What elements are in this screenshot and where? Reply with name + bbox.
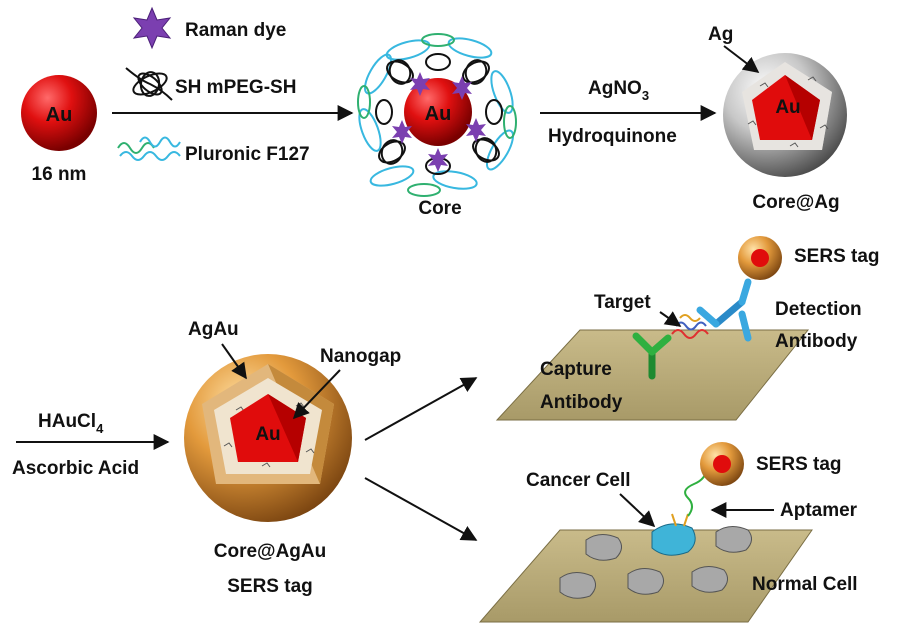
peg-icon	[125, 67, 173, 101]
capture-antibody-icon	[632, 332, 672, 380]
sers-tag-1-label: SERS tag	[794, 246, 880, 267]
sers-tag-label: SERS tag	[227, 576, 313, 597]
detection-antibody-icon	[696, 278, 752, 342]
core-ligand-shell	[357, 33, 517, 197]
core-label: Core	[418, 198, 461, 219]
core-ag-label: Core@Ag	[752, 192, 839, 213]
pluronic-label: Pluronic F127	[185, 144, 310, 165]
raman-dye-icon	[132, 6, 172, 50]
cancer-cell-icon	[651, 513, 696, 556]
core-agau-nanoparticle: Au	[184, 354, 352, 522]
hydroquinone-label: Hydroquinone	[548, 126, 677, 147]
sers-tag-2-label: SERS tag	[756, 454, 842, 475]
ag-label: Ag	[708, 24, 733, 45]
capture-label-2: Antibody	[540, 392, 623, 413]
au-label: Au	[46, 104, 73, 126]
aptamer-label: Aptamer	[780, 500, 858, 521]
nanogap-label: Nanogap	[320, 346, 401, 367]
core-au-label: Au	[425, 103, 452, 125]
arrow-to-immunoassay	[364, 377, 478, 441]
detection-label-1: Detection	[775, 299, 862, 320]
size-label: 16 nm	[32, 164, 87, 185]
agau-pointer	[221, 343, 247, 380]
haucl4-label: HAuCl4	[38, 411, 104, 436]
peg-label: SH mPEG-SH	[175, 77, 296, 98]
au-nanoparticle: Au	[21, 75, 97, 151]
cancer-cell-label: Cancer Cell	[526, 470, 631, 491]
sers-tag-2-icon	[700, 442, 744, 486]
core-raman-dyes	[392, 72, 486, 172]
ag-pointer	[723, 45, 760, 73]
capture-label-1: Capture	[540, 359, 612, 380]
target-label: Target	[594, 292, 651, 313]
raman-dye-label: Raman dye	[185, 20, 286, 41]
normal-cells	[559, 526, 752, 599]
pluronic-icon	[117, 136, 181, 161]
cancer-cell-pointer	[619, 493, 656, 528]
sers-tag-1-icon	[738, 236, 782, 280]
core-agau-au-label: Au	[255, 424, 280, 445]
core-ag-au-label: Au	[775, 97, 800, 118]
agau-label: AgAu	[188, 319, 239, 340]
target-pointer	[659, 311, 682, 327]
arrow-to-cell-assay	[364, 477, 478, 541]
agno3-label: AgNO3	[588, 78, 649, 103]
ascorbic-acid-label: Ascorbic Acid	[12, 458, 139, 479]
core-ag-nanoparticle: Au	[723, 53, 847, 177]
core-nanoparticle: Au	[357, 33, 517, 197]
nanogap-pointer	[292, 369, 341, 420]
normal-cell-label: Normal Cell	[752, 574, 858, 595]
detection-label-2: Antibody	[775, 331, 858, 352]
core-agau-label: Core@AgAu	[214, 541, 326, 562]
